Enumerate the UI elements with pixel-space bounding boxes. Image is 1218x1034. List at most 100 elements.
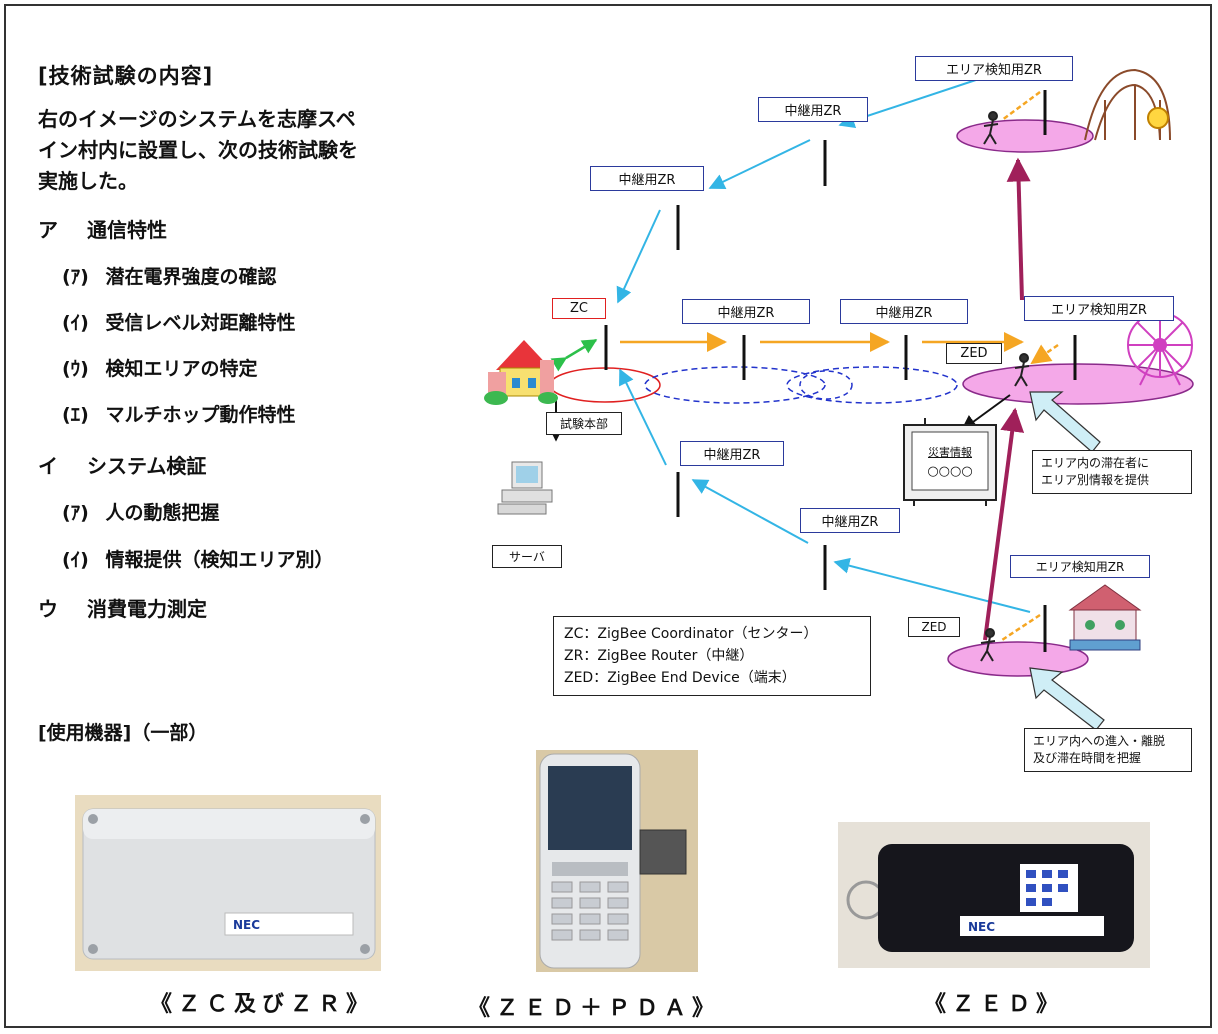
area-top-ellipse: [956, 119, 1094, 153]
signboard-title: 災害情報: [928, 446, 972, 459]
item-a-4: (ｴ) マルチホップ動作特性: [62, 400, 296, 427]
arrow-area-bottom-to-relay-low2: [833, 557, 1031, 613]
arrow-bottom-to-mid: [983, 407, 1025, 641]
item-a-2-mark: (ｲ): [62, 312, 89, 334]
legend-box: ZC：ZigBee Coordinator（センター） ZR：ZigBee Ro…: [553, 616, 871, 696]
caption-zc-zr: 《ＺＣ及びＺＲ》: [150, 992, 375, 1017]
note-provide-info: エリア内の滞在者に エリア別情報を提供: [1032, 450, 1192, 494]
arrow-relay-top-to-relay-left: [708, 139, 811, 189]
signboard-text: ○○○○: [927, 464, 973, 479]
ferris-wheel-icon: [1127, 312, 1193, 386]
photo-zc-zr: NEC: [75, 795, 381, 971]
person-mid-icon: [1014, 353, 1030, 387]
arrow-relay-low1-to-zc: [619, 368, 667, 466]
dashed-area-1: [644, 366, 826, 404]
note-provide-line-1: エリア内の滞在者に: [1041, 456, 1150, 470]
arrow-relay-low2-to-relay-low1: [691, 479, 809, 544]
intro-line-3: 実施した。: [38, 169, 138, 193]
photo3-nec-logo: NEC: [968, 920, 995, 934]
label-relay-mid2: 中継用ZR: [840, 299, 968, 324]
item-a-1-mark: (ｱ): [62, 266, 89, 288]
item-u-label: 消費電力測定: [86, 597, 207, 621]
label-zed-mid: ZED: [946, 343, 1002, 364]
equipment-heading: [使用機器]（一部）: [38, 722, 208, 744]
item-i-2: (ｲ) 情報提供（検知エリア別）: [62, 545, 334, 572]
orange-arrows: [620, 90, 1059, 642]
legend-zed: ZED：ZigBee End Device（端末）: [564, 670, 796, 686]
person-top-icon: [983, 111, 999, 145]
label-relay-low2: 中継用ZR: [800, 508, 900, 533]
person-bottom-icon: [980, 628, 996, 662]
arrow-mid-to-top: [1006, 157, 1031, 301]
item-i-2-label: 情報提供（検知エリア別）: [105, 549, 334, 571]
photo1-nec-logo: NEC: [233, 918, 260, 932]
item-a: ア 通信特性: [38, 214, 167, 243]
dashed-area-2: [786, 366, 958, 404]
item-u: ウ 消費電力測定: [38, 593, 207, 622]
dashed-area-3: [799, 370, 853, 400]
label-relay-left: 中継用ZR: [590, 166, 704, 191]
page-frame: [4, 4, 1212, 1028]
note-provide-line-2: エリア別情報を提供: [1041, 473, 1150, 487]
item-i-2-mark: (ｲ): [62, 549, 89, 571]
item-i-mark: イ: [38, 454, 58, 478]
item-a-4-label: マルチホップ動作特性: [105, 404, 296, 426]
label-relay-low1: 中継用ZR: [680, 441, 784, 466]
item-a-3-mark: (ｳ): [62, 358, 89, 380]
item-i-1-label: 人の動態把握: [105, 502, 220, 524]
item-a-mark: ア: [38, 218, 58, 242]
item-a-2-label: 受信レベル対距離特性: [105, 312, 296, 334]
hq-ellipse: [549, 367, 661, 403]
label-area-zr-mid: エリア検知用ZR: [1024, 296, 1174, 321]
pointer-arrow-mid: [1029, 391, 1101, 453]
label-relay-mid1: 中継用ZR: [682, 299, 810, 324]
pointer-arrow-bottom: [1029, 667, 1105, 731]
item-u-mark: ウ: [38, 597, 58, 621]
legend-zc: ZC：ZigBee Coordinator（センター）: [564, 626, 818, 642]
label-area-zr-top: エリア検知用ZR: [915, 56, 1073, 81]
label-server: サーバ: [492, 545, 562, 568]
hq-link-arrow: [550, 338, 598, 372]
caption-zed: 《ＺＥＤ》: [924, 992, 1065, 1017]
legend-zr: ZR：ZigBee Router（中継）: [564, 648, 754, 664]
purple-arrows: [983, 157, 1031, 641]
note-track-line-1: エリア内への進入・離脱: [1033, 734, 1166, 748]
photo-zed: NEC: [838, 822, 1150, 968]
arrow-area-bottom-zed: [1001, 613, 1041, 642]
label-hq: 試験本部: [546, 412, 622, 435]
antennas: [604, 90, 1077, 652]
item-i: イ システム検証: [38, 450, 206, 479]
label-zed-bottom: ZED: [908, 617, 960, 637]
label-zc: ZC: [552, 298, 606, 319]
photo-zed-pda: [536, 750, 698, 972]
item-a-label: 通信特性: [86, 218, 167, 242]
signboard-icon: [903, 418, 997, 506]
label-relay-top: 中継用ZR: [758, 97, 868, 122]
item-a-3: (ｳ) 検知エリアの特定: [62, 354, 258, 381]
hq-building-icon: [484, 340, 558, 405]
intro-line-2: イン村内に設置し、次の技術試験を: [38, 138, 358, 162]
item-i-label: システム検証: [86, 454, 207, 478]
intro-line-1: 右のイメージのシステムを志摩スペ: [38, 107, 356, 131]
roller-coaster-icon: [1084, 68, 1171, 141]
arrow-relay-left-to-zc: [616, 209, 661, 304]
content-heading: [技術試験の内容]: [38, 64, 214, 88]
item-a-3-label: 検知エリアの特定: [105, 358, 258, 380]
area-mid-ellipse: [962, 363, 1194, 405]
item-a-1-label: 潜在電界強度の確認: [105, 266, 277, 288]
item-a-4-mark: (ｴ): [62, 404, 89, 426]
note-track-line-2: 及び滞在時間を把握: [1033, 751, 1142, 765]
arrow-area-top-zed: [1001, 90, 1041, 122]
server-computer-icon: [497, 461, 553, 515]
item-a-2: (ｲ) 受信レベル対距離特性: [62, 308, 296, 335]
item-i-1: (ｱ) 人の動態把握: [62, 498, 220, 525]
item-a-1: (ｱ) 潜在電界強度の確認: [62, 262, 277, 289]
area-bottom-ellipse: [947, 641, 1089, 677]
caption-zed-pda: 《ＺＥＤ＋ＰＤＡ》: [468, 996, 721, 1021]
item-i-1-mark: (ｱ): [62, 502, 89, 524]
label-area-zr-bottom: エリア検知用ZR: [1010, 555, 1150, 578]
note-track-area: エリア内への進入・離脱 及び滞在時間を把握: [1024, 728, 1192, 772]
carousel-icon: [1068, 584, 1142, 651]
arrow-area-mid-to-zed: [1030, 343, 1059, 365]
